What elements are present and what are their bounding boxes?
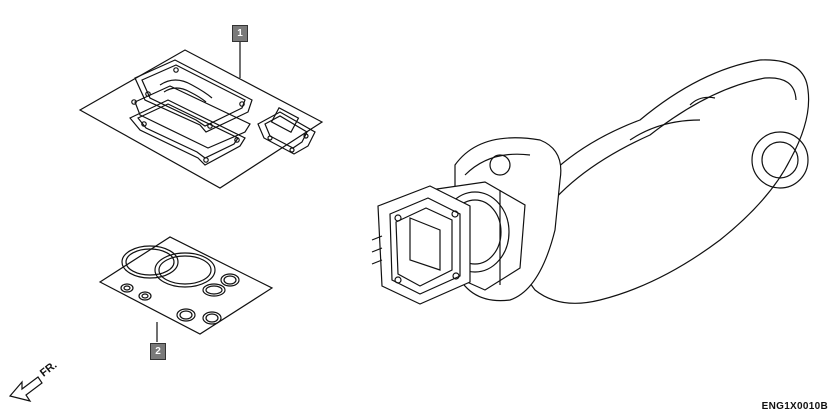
diagram-code: ENG1X0010B <box>761 401 828 412</box>
front-arrow-icon <box>8 376 43 402</box>
callout-part-1[interactable]: 1 <box>232 25 248 42</box>
gasket-kit-a[interactable] <box>78 40 324 189</box>
gasket-kit-b[interactable] <box>98 236 274 342</box>
engine-assembly <box>371 59 810 305</box>
callout-part-2[interactable]: 2 <box>150 343 166 360</box>
